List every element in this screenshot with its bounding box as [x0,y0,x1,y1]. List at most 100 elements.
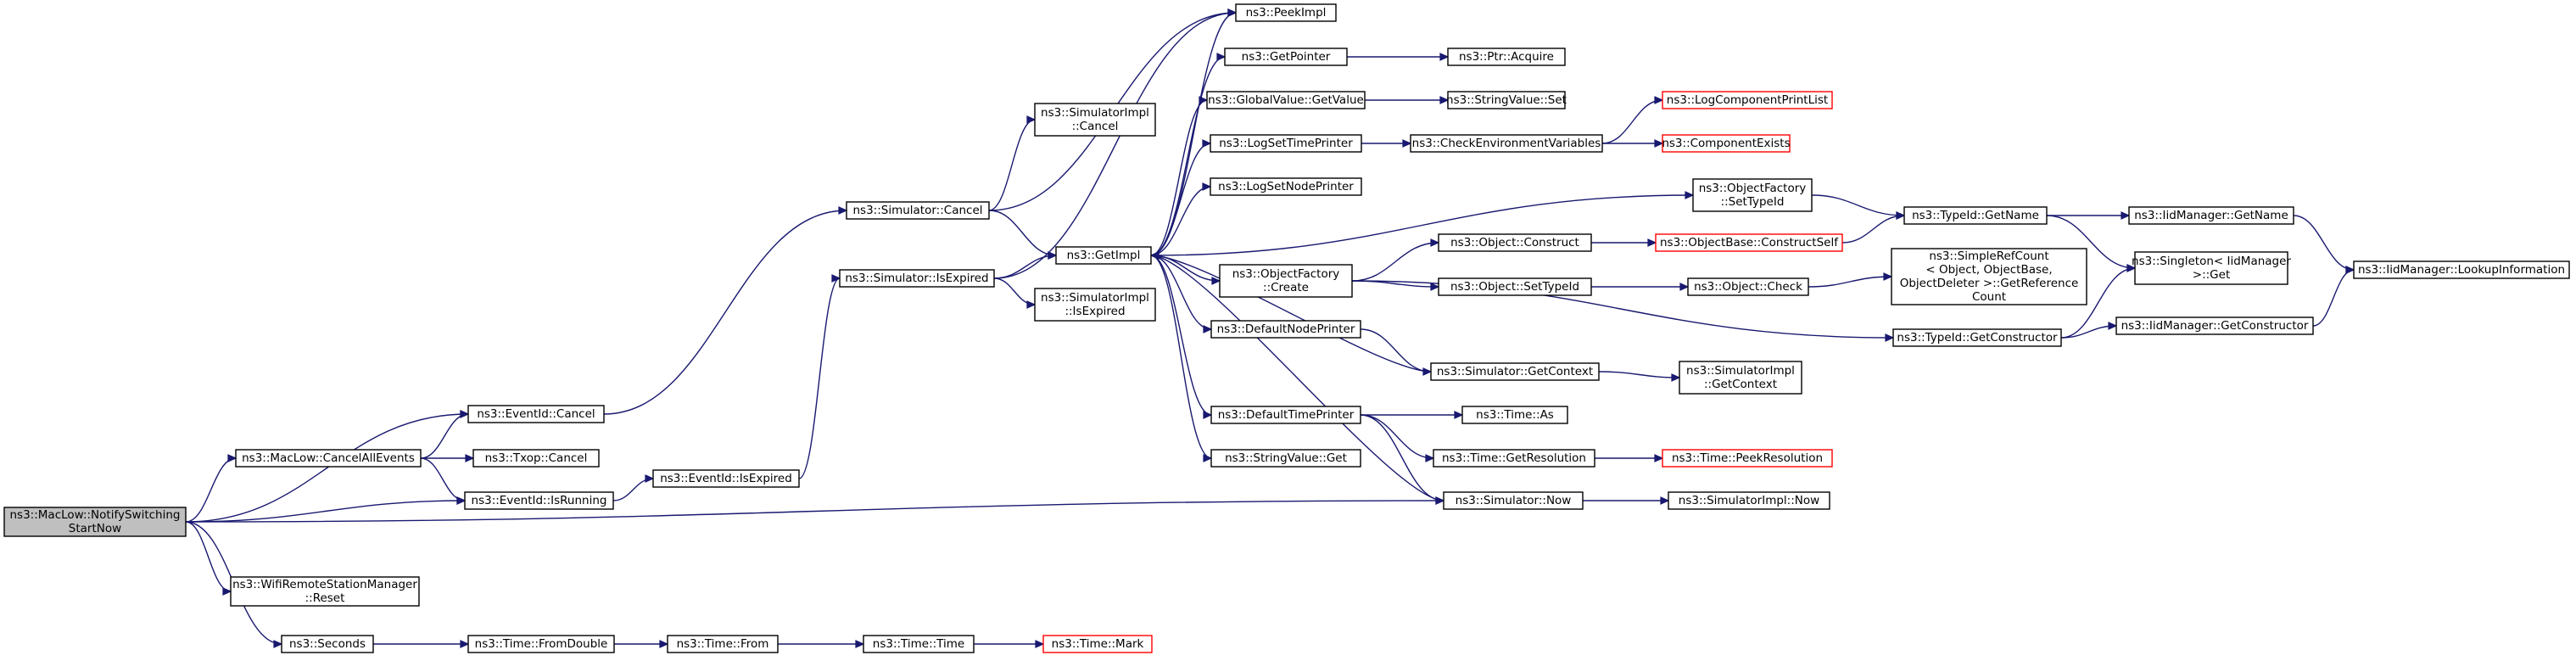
edge-objfactory-settypeid-to-typeid-getname [1811,194,1906,220]
node-time-getresolution[interactable]: ns3::Time::GetResolution [1433,449,1595,468]
arrowhead [1035,640,1045,648]
arrowhead [1430,283,1440,291]
node-getimpl[interactable]: ns3::GetImpl [1055,246,1152,265]
edge-line [988,119,1036,211]
node-typeid-getconstructor[interactable]: ns3::TypeId::GetConstructor [1892,328,2062,347]
arrowhead [1026,300,1037,309]
node-label: ns3::IidManager::GetName [2134,209,2288,222]
node-box [1219,264,1353,298]
node-defaulttimeprinter[interactable]: ns3::DefaultTimePrinter [1210,406,1361,424]
node-label: ns3::EventId::IsRunning [472,494,607,507]
node-label: ns3::Object::SetTypeId [1450,280,1579,294]
node-label: ns3::Txop::Cancel [485,451,588,465]
node-objfactory-create[interactable]: ns3::ObjectFactory::Create [1219,264,1353,298]
node-time-from[interactable]: ns3::Time::From [667,635,779,653]
node-sim-cancel[interactable]: ns3::Simulator::Cancel [846,201,990,220]
node-typeid-getname[interactable]: ns3::TypeId::GetName [1903,206,2048,225]
node-checkenv[interactable]: ns3::CheckEnvironmentVariables [1410,134,1603,153]
edge-line [993,255,1057,279]
edge-getimpl-to-logsetnodeprinter [1150,182,1212,256]
edge-line [185,413,469,523]
node-iidmanager-getname[interactable]: ns3::IidManager::GetName [2128,206,2294,225]
edge-line [1811,194,1905,216]
node-time-as[interactable]: ns3::Time::As [1461,406,1568,424]
arrowhead [1647,238,1657,247]
node-box [839,269,995,288]
node-label: ns3::Time::GetResolution [1442,451,1586,465]
arrowhead [645,474,655,483]
node-box [2134,251,2288,285]
node-time-peekresolution[interactable]: ns3::Time::PeekResolution [1662,449,1833,468]
node-maclow-cancelall[interactable]: ns3::MacLow::CancelAllEvents [235,449,422,468]
node-objectbase-constructself[interactable]: ns3::ObjectBase::ConstructSelf [1655,233,1843,252]
node-ptr-acquire[interactable]: ns3::Ptr::Acquire [1447,48,1566,66]
node-simimpl-cancel[interactable]: ns3::SimulatorImpl::Cancel [1034,103,1156,137]
edge-line [2060,267,2136,339]
node-sim-now[interactable]: ns3::Simulator::Now [1443,491,1584,510]
edge-line [1598,371,1680,378]
node-iidmanager-lookup[interactable]: ns3::IidManager::LookupInformation [2353,260,2570,279]
node-stringvalue-set[interactable]: ns3::StringValue::Set [1446,91,1567,109]
node-eventid-isrunning[interactable]: ns3::EventId::IsRunning [464,491,614,510]
node-label: ns3::IidManager::LookupInformation [2358,263,2565,277]
node-simimpl-isexpired[interactable]: ns3::SimulatorImpl::IsExpired [1034,288,1156,322]
node-logsettimeprinter[interactable]: ns3::LogSetTimePrinter [1210,134,1362,153]
edge-line [1150,255,1444,501]
node-objfactory-settypeid[interactable]: ns3::ObjectFactory::SetTypeId [1692,178,1813,212]
node-iidmanager-getconstructor[interactable]: ns3::IidManager::GetConstructor [2115,316,2314,335]
node-getpointer[interactable]: ns3::GetPointer [1224,48,1348,66]
node-time-time[interactable]: ns3::Time::Time [863,635,975,653]
node-simplerefcount[interactable]: ns3::SimpleRefCount< Object, ObjectBase,… [1891,248,2087,305]
edge-sim-now-to-simimpl-now [1583,496,1670,505]
arrowhead [227,454,237,462]
arrowhead [1660,496,1670,505]
node-singleton-get[interactable]: ns3::Singleton< IidManager >::Get [2132,251,2291,285]
node-box [1687,277,1809,296]
node-label: ns3::SimpleRefCount [1929,249,2048,263]
node-box [652,469,800,488]
edge-line [993,12,1237,279]
node-simimpl-getcontext[interactable]: ns3::SimulatorImpl::GetContext [1679,361,1802,395]
node-object-settypeid[interactable]: ns3::Object::SetTypeId [1438,277,1592,296]
edge-line [1808,276,1892,288]
edge-line [1360,328,1432,373]
node-sim-isexpired[interactable]: ns3::Simulator::IsExpired [839,269,995,288]
node-sim-getcontext[interactable]: ns3::Simulator::GetContext [1430,362,1600,381]
edge-line [1150,186,1211,256]
node-componentexists[interactable]: ns3::ComponentExists [1662,134,1791,153]
node-object-construct[interactable]: ns3::Object::Construct [1438,233,1592,252]
node-box [1892,328,2062,347]
node-stringvalue-get[interactable]: ns3::StringValue::Get [1210,449,1361,468]
node-box [472,449,600,468]
node-simimpl-now[interactable]: ns3::SimulatorImpl::Now [1668,491,1830,510]
node-peekimpl[interactable]: ns3::PeekImpl [1235,3,1337,22]
arrowhead [1454,411,1464,419]
node-label: ns3::Time::From [677,637,769,651]
node-txop-cancel[interactable]: ns3::Txop::Cancel [472,449,600,468]
node-label: ns3::TypeId::GetName [1912,209,2039,222]
node-defaultnodeprinter[interactable]: ns3::DefaultNodePrinter [1210,320,1361,339]
arrowhead [2121,211,2131,220]
node-label: < Object, ObjectBase, [1925,263,2052,277]
node-globalvalue-getvalue[interactable]: ns3::GlobalValue::GetValue [1206,91,1366,109]
node-time-mark[interactable]: ns3::Time::Mark [1042,635,1153,653]
edge-line [1150,194,1694,256]
node-label: ns3::MacLow::CancelAllEvents [242,451,415,465]
node-label: ns3::Time::Time [873,637,964,651]
node-wifi-reset[interactable]: ns3::WifiRemoteStationManager::Reset [230,576,420,607]
node-logcomponentprintlist[interactable]: ns3::LogComponentPrintList [1662,91,1833,109]
node-object-check[interactable]: ns3::Object::Check [1687,277,1809,296]
node-label: ns3::TypeId::GetConstructor [1897,331,2058,345]
node-seconds[interactable]: ns3::Seconds [281,635,374,653]
node-logsetnodeprinter[interactable]: ns3::LogSetNodePrinter [1210,177,1362,196]
arrowhead [1202,139,1212,148]
arrowhead [659,640,669,648]
node-eventid-isexpired[interactable]: ns3::EventId::IsExpired [652,469,800,488]
node-eventid-cancel[interactable]: ns3::EventId::Cancel [467,405,605,423]
node-box [1447,91,1566,109]
arrowhead [1430,238,1440,247]
edge-line [603,210,847,415]
arrowhead [1425,454,1435,462]
node-time-fromdouble[interactable]: ns3::Time::FromDouble [467,635,615,653]
